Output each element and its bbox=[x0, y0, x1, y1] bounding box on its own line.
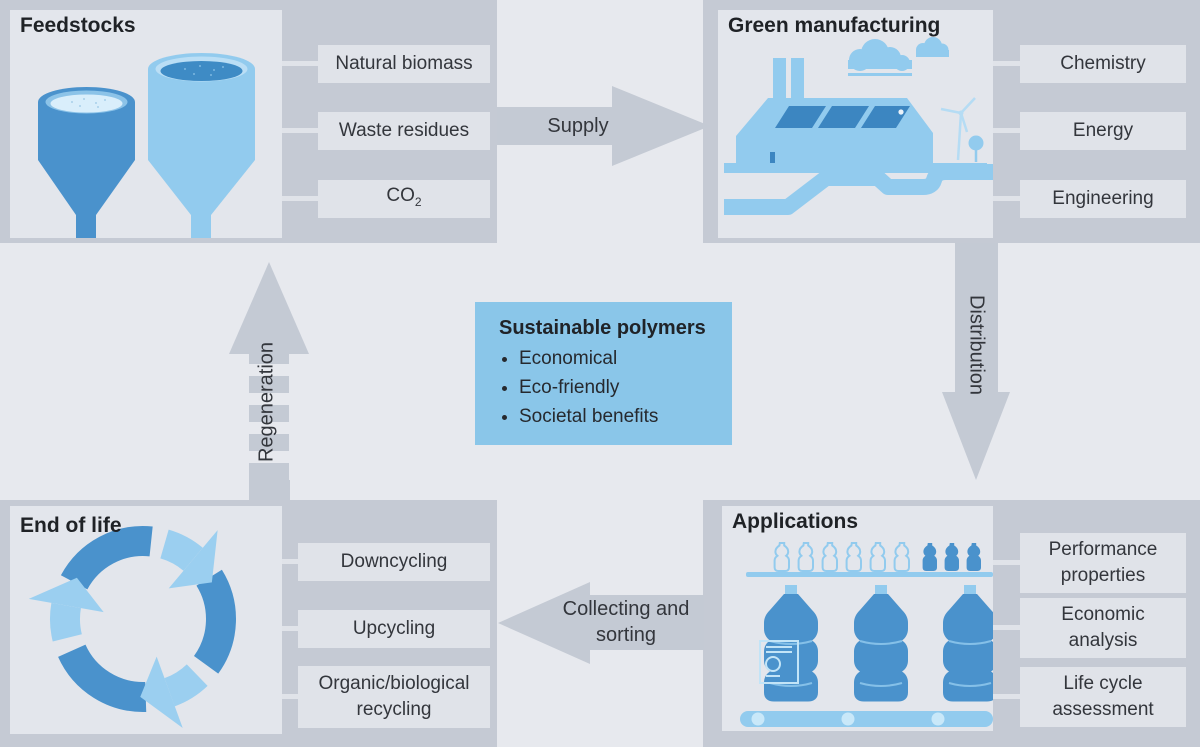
regeneration-dash bbox=[249, 405, 289, 422]
connector-tick bbox=[993, 61, 1020, 66]
connector-tick bbox=[282, 694, 298, 699]
collecting-sorting-line1: Collecting and bbox=[562, 598, 690, 620]
collecting-sorting-arrow-label: Collecting and sorting bbox=[540, 594, 712, 650]
applications-title: Applications bbox=[732, 510, 859, 533]
applications-illustration-box: Applications bbox=[722, 506, 998, 731]
connector-tick bbox=[282, 626, 298, 631]
label-performance-properties: Performance properties bbox=[1020, 533, 1186, 593]
regeneration-dash bbox=[249, 434, 289, 451]
end-of-life-illustration-box: End of life bbox=[10, 506, 282, 734]
green-manufacturing-illustration-box: Green manufacturing bbox=[718, 10, 993, 238]
panel-green-manufacturing: Green manufacturing Chemistry Energy Eng… bbox=[703, 0, 1200, 243]
regeneration-dash bbox=[249, 376, 289, 393]
center-bullet: Economical bbox=[519, 344, 722, 373]
bottle-production-icon bbox=[740, 542, 998, 727]
sustainable-polymers-box: Sustainable polymers Economical Eco-frie… bbox=[475, 302, 732, 445]
center-bullet: Societal benefits bbox=[519, 402, 722, 431]
label-downcycling: Downcycling bbox=[298, 543, 490, 581]
distribution-arrow bbox=[942, 243, 1010, 480]
recycling-symbol-icon bbox=[28, 525, 236, 729]
collecting-sorting-arrow bbox=[498, 582, 704, 664]
regeneration-arrow bbox=[229, 262, 309, 354]
label-co2: CO2 bbox=[318, 180, 490, 218]
end-of-life-title: End of life bbox=[20, 514, 122, 537]
label-energy: Energy bbox=[1020, 112, 1186, 150]
panel-end-of-life: End of life Downcycling Upcycling Organi… bbox=[0, 500, 497, 747]
connector-tick bbox=[993, 560, 1020, 565]
connector-tick bbox=[993, 128, 1020, 133]
feedstocks-illustration-box: Feedstocks bbox=[10, 10, 282, 238]
regeneration-stub bbox=[249, 480, 290, 500]
center-bullet: Eco-friendly bbox=[519, 373, 722, 402]
regeneration-arrow-label: Regeneration bbox=[255, 341, 278, 463]
connector-tick bbox=[993, 196, 1020, 201]
panel-feedstocks: Feedstocks Natural biomass Waste residue… bbox=[0, 0, 497, 243]
label-life-cycle-assessment: Life cycle assessment bbox=[1020, 667, 1186, 727]
label-natural-biomass: Natural biomass bbox=[318, 45, 490, 83]
co2-subscript: 2 bbox=[414, 194, 422, 209]
connector-tick bbox=[993, 625, 1020, 630]
center-bullet-list: Economical Eco-friendly Societal benefit… bbox=[499, 344, 722, 431]
label-engineering: Engineering bbox=[1020, 180, 1186, 218]
connector-tick bbox=[993, 694, 1020, 699]
hoppers-icon bbox=[38, 53, 255, 238]
collecting-sorting-line2: sorting bbox=[595, 624, 657, 646]
regeneration-dash bbox=[249, 347, 289, 364]
panel-applications: Applications Performance properties Econ… bbox=[703, 500, 1200, 747]
label-upcycling: Upcycling bbox=[298, 610, 490, 648]
connector-tick bbox=[282, 559, 298, 564]
factory-icon bbox=[724, 37, 993, 215]
connector-tick bbox=[282, 61, 318, 66]
distribution-arrow-label: Distribution bbox=[965, 294, 988, 396]
feedstocks-title: Feedstocks bbox=[20, 14, 136, 37]
label-chemistry: Chemistry bbox=[1020, 45, 1186, 83]
co2-text: CO bbox=[386, 185, 415, 207]
supply-arrow bbox=[497, 86, 710, 166]
green-manufacturing-title: Green manufacturing bbox=[728, 14, 941, 37]
label-organic-biological-recycling: Organic/biological recycling bbox=[298, 666, 490, 728]
label-economic-analysis: Economic analysis bbox=[1020, 598, 1186, 658]
regeneration-dash bbox=[249, 463, 289, 480]
connector-tick bbox=[282, 128, 318, 133]
label-waste-residues: Waste residues bbox=[318, 112, 490, 150]
supply-arrow-label: Supply bbox=[547, 115, 609, 137]
center-title: Sustainable polymers bbox=[499, 317, 706, 339]
connector-tick bbox=[282, 196, 318, 201]
